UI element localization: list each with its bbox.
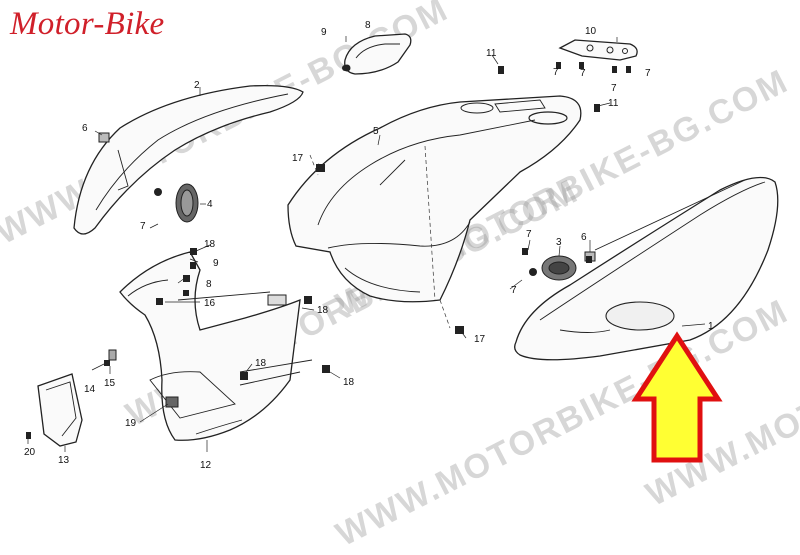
- callout-13: 13: [58, 455, 70, 466]
- part-left-side-panel: [73, 84, 304, 235]
- callout-7e: 7: [580, 68, 586, 79]
- brand-title: Motor-Bike: [10, 6, 165, 42]
- callout-14: 14: [84, 384, 96, 395]
- fasteners: [26, 62, 631, 439]
- callout-7b: 7: [526, 229, 532, 240]
- callout-9b: 9: [213, 258, 219, 269]
- callout-7d: 7: [553, 67, 559, 78]
- part-right-side-panel: [514, 176, 779, 361]
- callout-18c: 18: [255, 358, 267, 369]
- callout-20: 20: [24, 447, 36, 458]
- part-lens: [154, 183, 199, 223]
- callout-17a: 17: [292, 153, 304, 164]
- callout-16: 16: [204, 298, 216, 309]
- part-small-cover: [343, 33, 412, 75]
- callout-7a: 7: [140, 221, 146, 232]
- callout-4: 4: [207, 199, 213, 210]
- callout-18a: 18: [204, 239, 216, 250]
- callout-11a: 11: [486, 48, 497, 59]
- part-cover-plate: [37, 373, 83, 447]
- callout-8a: 8: [365, 20, 371, 31]
- callout-3: 3: [556, 237, 562, 248]
- callout-2: 2: [194, 80, 200, 91]
- callout-7g: 7: [645, 68, 651, 79]
- part-rear-bracket: [558, 39, 638, 61]
- part-storage-tub: [287, 95, 582, 329]
- callout-18b: 18: [317, 305, 329, 316]
- callout-7f: 7: [611, 83, 617, 94]
- callout-5: 5: [373, 126, 379, 137]
- callout-10: 10: [585, 26, 597, 37]
- callout-11b: 11: [608, 98, 619, 109]
- leader-lines: [27, 36, 706, 452]
- callout-12: 12: [200, 460, 212, 471]
- callout-19: 19: [125, 418, 137, 429]
- part-front-body-cover: [119, 251, 313, 441]
- callout-7c: 7: [511, 285, 517, 296]
- callout-labels: 1 2 3 4 5 6 6 7 7 7 7 7 7 7 8 8 9 9 10 1…: [24, 20, 714, 471]
- callout-6a: 6: [82, 123, 88, 134]
- callout-6b: 6: [581, 232, 587, 243]
- part-rear-lens: [529, 255, 577, 281]
- callout-15: 15: [104, 378, 116, 389]
- callout-8b: 8: [206, 279, 212, 290]
- callout-9a: 9: [321, 27, 327, 38]
- callout-18d: 18: [343, 377, 355, 388]
- callout-1: 1: [708, 321, 714, 332]
- highlight-arrow: [631, 331, 723, 463]
- callout-17b: 17: [474, 334, 486, 345]
